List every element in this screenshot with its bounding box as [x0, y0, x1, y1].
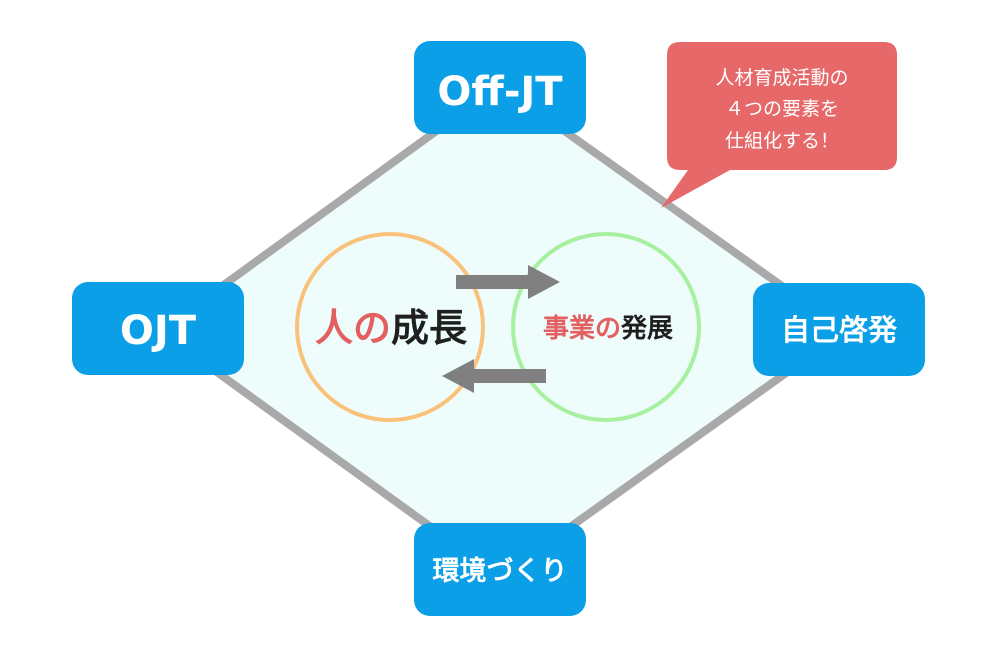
node-self-development[interactable]: 自己啓発 [753, 283, 925, 376]
growth-label: 人の成長 [315, 306, 468, 350]
growth-label-rest: 成長 [391, 306, 468, 350]
development-label: 事業の発展 [543, 314, 673, 344]
callout-line-1: 人材育成活動の [715, 67, 848, 89]
development-label-rest: 発展 [620, 314, 673, 344]
node-ojt[interactable]: OJT [72, 282, 244, 375]
node-environment[interactable]: 環境づくり [414, 523, 586, 616]
development-circle [511, 232, 701, 422]
callout-bubble: 人材育成活動の ４つの要素を 仕組化する！ [661, 42, 897, 208]
node-ojt-label: OJT [120, 308, 197, 354]
node-environment-label: 環境づくり [433, 556, 568, 587]
node-off-jt[interactable]: Off-JT [414, 41, 586, 134]
growth-label-accent: 人の [315, 306, 391, 350]
arrow-left-icon [442, 359, 546, 393]
callout-line-2: ４つの要素を [725, 98, 839, 120]
node-off-jt-label: Off-JT [437, 69, 563, 115]
node-self-development-label: 自己啓発 [781, 313, 898, 347]
development-label-accent: 事業の [543, 314, 621, 344]
callout-line-3: 仕組化する！ [725, 130, 839, 152]
arrow-right-icon [456, 265, 560, 299]
growth-circle [295, 232, 485, 422]
